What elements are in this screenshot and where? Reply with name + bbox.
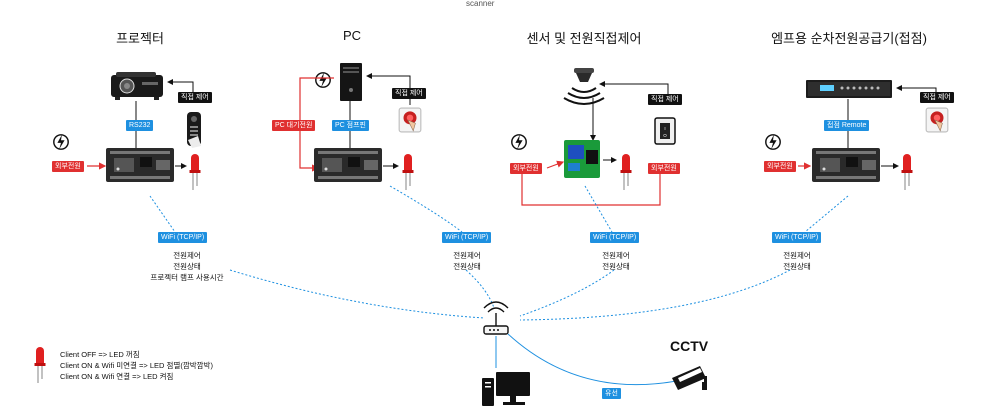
direct-control-tag: 직접 제어 [392, 88, 426, 99]
legend-item: Client ON & Wifi 연결 => LED 켜짐 [60, 372, 174, 381]
sensor-icon [563, 68, 605, 105]
svg-text:O: O [663, 133, 667, 138]
relay-board-icon [314, 148, 382, 182]
info-line: 전원상태 [602, 262, 630, 271]
amplifier-section [765, 80, 949, 190]
sensor-section: I O [511, 68, 676, 206]
pc-tower-icon [340, 63, 362, 101]
info-line: 전원제어 [783, 251, 811, 260]
wall-switch-icon: I O [654, 117, 676, 145]
legend-led-icon [33, 346, 47, 384]
info-line: 전원제어 [453, 251, 481, 260]
section-title-pc: PC [342, 28, 362, 43]
info-line: 전원제어 [173, 251, 201, 260]
info-line: 전원상태 [173, 262, 201, 271]
link-tag-rs232: RS232 [126, 120, 154, 131]
wired-tag: 유선 [602, 388, 621, 399]
external-power-tag: 외부전원 [510, 163, 542, 174]
direct-control-tag: 직접 제어 [178, 92, 212, 103]
external-power-tag: 외부전원 [52, 161, 84, 172]
push-button-icon [398, 107, 422, 133]
header-note: scanner [466, 0, 495, 8]
link-tag-pc-jumper: PC 점프핀 [332, 120, 369, 131]
power-bolt-icon [315, 72, 331, 88]
section-title-amplifier: 엠프용 순차전원공급기(접점) [771, 31, 927, 46]
push-button-icon [925, 107, 949, 133]
relay-board-icon [812, 148, 880, 182]
direct-control-tag: 직접 제어 [920, 92, 954, 103]
info-line: 전원상태 [783, 262, 811, 271]
relay-module-icon [564, 140, 600, 178]
power-bolt-icon [765, 134, 781, 150]
direct-control-tag: 직접 제어 [648, 94, 682, 105]
led-icon [900, 153, 914, 190]
router-icon [483, 301, 509, 335]
cctv-camera-icon [672, 366, 707, 390]
remote-icon [187, 112, 201, 148]
pc-standby-power-tag: PC 대기전원 [272, 120, 316, 131]
led-icon [401, 153, 415, 190]
info-line: 전원제어 [602, 251, 630, 260]
wifi-tag: WiFi (TCP/IP) [442, 232, 492, 243]
led-icon [619, 153, 633, 190]
wifi-tag: WiFi (TCP/IP) [590, 232, 640, 243]
section-title-projector: 프로젝터 [116, 31, 164, 46]
legend-item: Client OFF => LED 꺼짐 [60, 350, 140, 359]
relay-board-icon [106, 148, 174, 182]
section-title-sensor: 센서 및 전원직접제어 [526, 31, 642, 46]
monitor-icon [482, 372, 530, 406]
led-icon [188, 153, 202, 190]
legend-item: Client ON & Wifi 미연결 => LED 점멸(깜박깜박) [60, 361, 213, 370]
external-power-tag: 외부전원 [764, 161, 796, 172]
wifi-tag: WiFi (TCP/IP) [158, 232, 208, 243]
power-bolt-icon [511, 134, 527, 150]
info-line: 프로젝터 램프 사용시간 [150, 273, 224, 282]
projector-icon [111, 72, 163, 100]
cctv-label: CCTV [670, 338, 709, 354]
info-line: 전원상태 [453, 262, 481, 271]
svg-text:I: I [664, 126, 665, 131]
wifi-links [149, 185, 849, 321]
external-power-tag-right: 외부전원 [648, 163, 680, 174]
projector-section [53, 72, 202, 190]
link-tag-contact-remote: 접점 Remote [824, 120, 870, 131]
wifi-tag: WiFi (TCP/IP) [772, 232, 822, 243]
rack-amplifier-icon [806, 80, 892, 98]
power-bolt-icon [53, 134, 69, 150]
